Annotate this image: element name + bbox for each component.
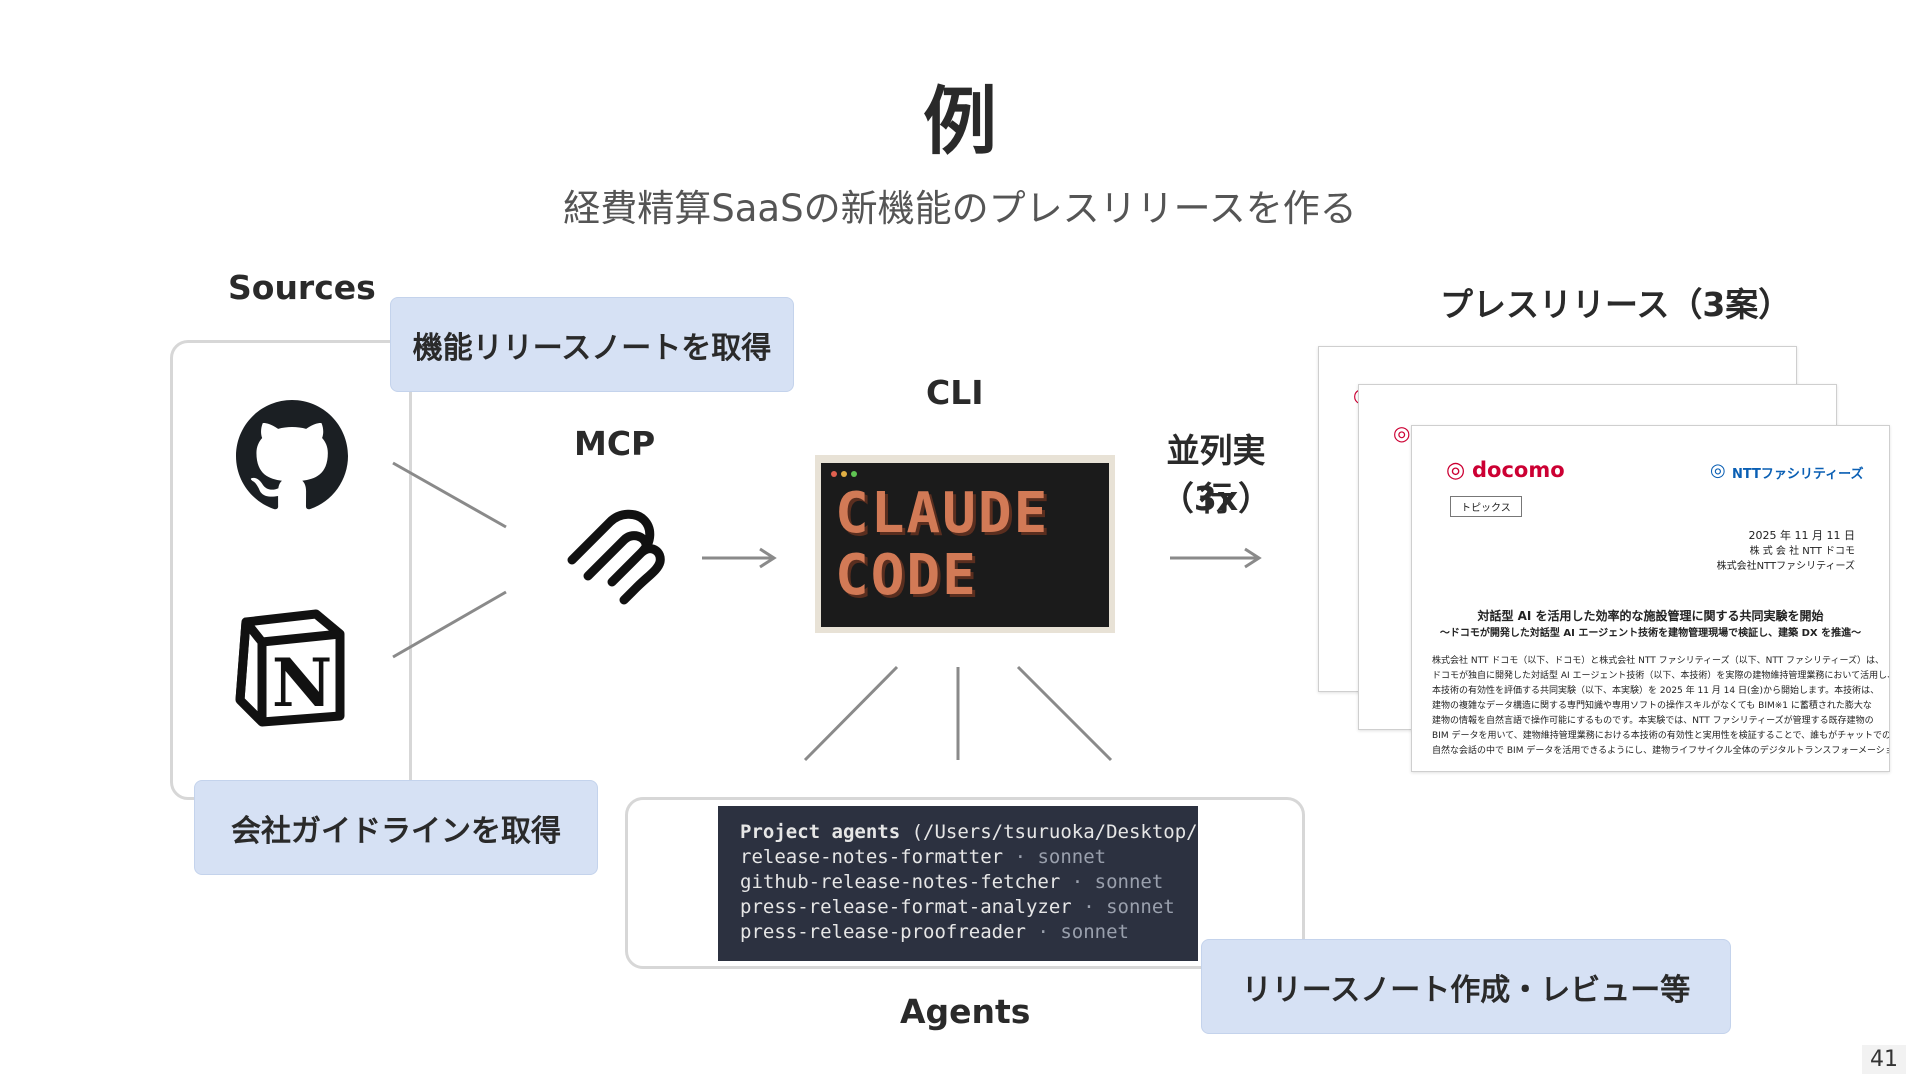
doc-body-line: 株式会社 NTT ドコモ（以下、ドコモ）と株式会社 NTT ファシリティーズ（以… <box>1432 656 1885 666</box>
terminal-header: Project agents (/Users/tsuruoka/Desktop/… <box>740 820 1198 845</box>
parallel-multiplier: （3x） <box>1160 479 1272 518</box>
press-release-doc-1: ◎ docomo ◎ NTTファシリティーズ トピックス 2025 年 11 月… <box>1411 425 1890 772</box>
doc-body-line: 建物の情報を自然言語で操作可能にするものです。本実験では、NTT ファシリティー… <box>1432 716 1874 726</box>
doc-company1: 株 式 会 社 NTT ドコモ <box>1749 546 1855 557</box>
press-release-label: プレスリリース（3案） <box>1440 285 1792 324</box>
callout-guidelines: 会社ガイドラインを取得 <box>194 780 598 875</box>
claude-code-terminal: CLAUDE CODE <box>821 463 1109 627</box>
agent-row: press-release-proofreader · sonnet <box>740 920 1198 945</box>
callout-release-notes: 機能リリースノートを取得 <box>390 297 794 392</box>
terminal-header-path: (/Users/tsuruoka/Desktop/c <box>911 821 1198 843</box>
claude-code-line1: CLAUDE <box>835 481 1050 546</box>
doc-tag: トピックス <box>1450 496 1522 517</box>
agent-name: press-release-proofreader <box>740 921 1026 943</box>
agent-row: release-notes-formatter · sonnet <box>740 845 1198 870</box>
sources-label: Sources <box>228 268 376 307</box>
notion-icon: N <box>235 609 345 727</box>
doc-subheadline: ～ドコモが開発した対話型 AI エージェント技術を建物管理現場で検証し、建築 D… <box>1439 628 1862 639</box>
agents-terminal: Project agents (/Users/tsuruoka/Desktop/… <box>718 806 1198 961</box>
mcp-label: MCP <box>574 424 656 463</box>
doc-body-line: BIM データを用いて、建物維持管理業務における本技術の有効性と実用性を検証する… <box>1432 731 1890 741</box>
agent-name: github-release-notes-fetcher <box>740 871 1061 893</box>
github-icon <box>236 400 348 510</box>
callout-release-notes-text: 機能リリースノートを取得 <box>412 330 772 366</box>
doc-date: 2025 年 11 月 11 日 <box>1748 529 1855 542</box>
callout-agents: リリースノート作成・レビュー等 <box>1201 939 1731 1034</box>
agent-row: press-release-format-analyzer · sonnet <box>740 895 1198 920</box>
agents-label: Agents <box>900 992 1031 1031</box>
close-dot-icon <box>831 471 837 477</box>
callout-guidelines-text: 会社ガイドラインを取得 <box>231 813 561 849</box>
agent-model: sonnet <box>1060 921 1129 943</box>
doc-body-line: ドコモが独自に開発した対話型 AI エージェント技術（以下、本技術）を実際の建物… <box>1432 671 1890 681</box>
docomo-brand: docomo <box>1472 458 1565 482</box>
doc-headline: 対話型 AI を活用した効率的な施設管理に関する共同実験を開始 <box>1477 609 1824 623</box>
agents-box <box>625 797 1305 969</box>
doc-body-line: 建物の複雑なデータ構造に関する専門知識や専用ソフトの操作スキルがなくても BIM… <box>1432 701 1872 711</box>
claude-code-screen: CLAUDE CODE <box>815 455 1115 633</box>
doc-company2: 株式会社NTTファシリティーズ <box>1716 561 1855 572</box>
agent-name: release-notes-formatter <box>740 846 1004 868</box>
agent-model: sonnet <box>1106 896 1175 918</box>
doc-body-line: 本技術の有効性を評価する共同実験（以下、本実験）を 2025 年 11 月 14… <box>1432 686 1880 696</box>
doc-body: 株式会社 NTT ドコモ（以下、ドコモ）と株式会社 NTT ファシリティーズ（以… <box>1432 654 1890 759</box>
agent-model: sonnet <box>1037 846 1107 868</box>
page-number: 41 <box>1862 1045 1906 1074</box>
agent-separator: · <box>1083 896 1095 918</box>
minimize-dot-icon <box>841 471 847 477</box>
svg-text:N: N <box>272 644 332 722</box>
docomo-logo-icon: ◎ <box>1446 458 1466 483</box>
slide-title: 例 <box>923 79 997 165</box>
agent-separator: · <box>1014 846 1027 868</box>
terminal-header-title: Project agents <box>740 821 901 843</box>
slide-subtitle: 経費精算SaaSの新機能のプレスリリースを作る <box>563 187 1357 230</box>
window-controls <box>831 471 857 477</box>
ntt-brand: NTTファシリティーズ <box>1732 467 1864 482</box>
claude-code-line2: CODE <box>835 543 978 608</box>
ntt-logo-icon: ◎ <box>1710 460 1726 481</box>
agent-model: sonnet <box>1094 871 1164 893</box>
docomo-logo-icon: ◎ <box>1393 421 1411 445</box>
parallel-label: 並列実行 <box>1166 431 1266 518</box>
agent-separator: · <box>1037 921 1049 943</box>
agent-row: github-release-notes-fetcher · sonnet <box>740 870 1198 895</box>
maximize-dot-icon <box>851 471 857 477</box>
callout-agents-text: リリースノート作成・レビュー等 <box>1241 972 1691 1008</box>
agent-separator: · <box>1071 871 1084 893</box>
agent-name: press-release-format-analyzer <box>740 896 1072 918</box>
doc-body-line: 自然な会話の中で BIM データを活用できるようにし、建物ライフサイクル全体のデ… <box>1432 746 1890 756</box>
mcp-icon <box>567 509 665 605</box>
cli-label: CLI <box>926 373 984 412</box>
